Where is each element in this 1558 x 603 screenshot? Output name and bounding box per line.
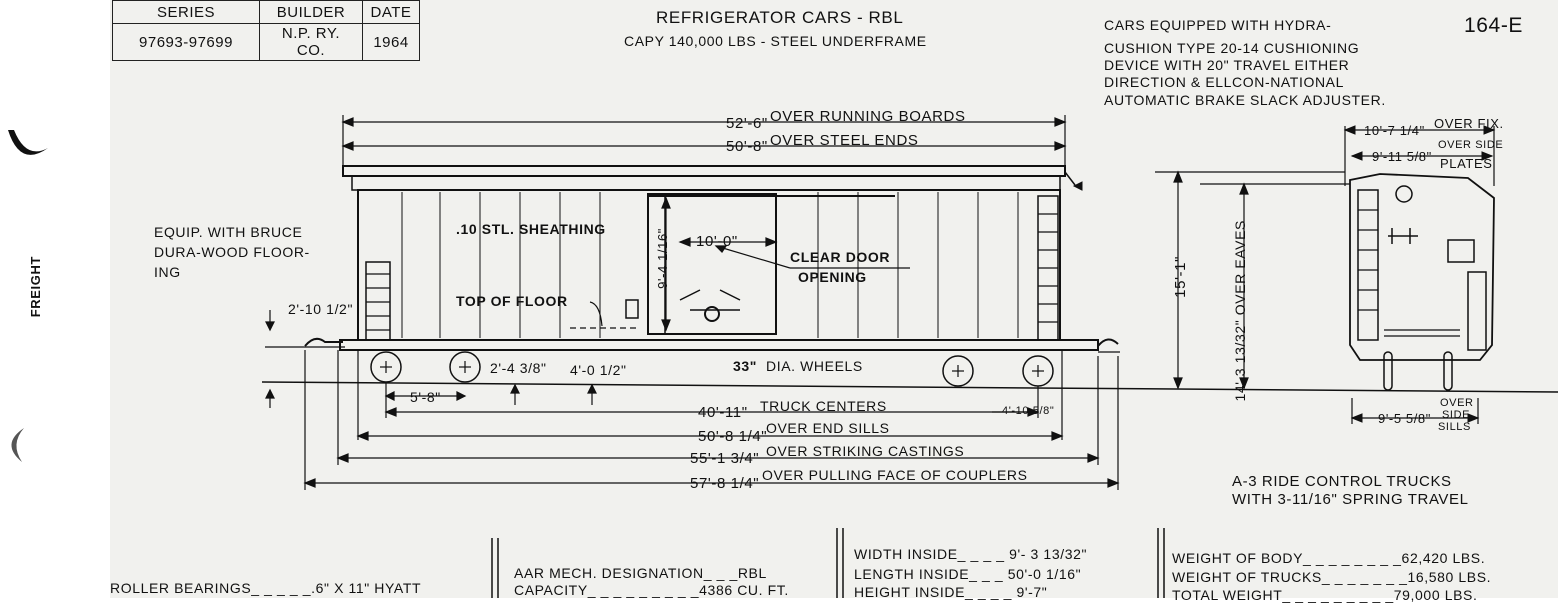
height-eaves-label: 14'-3 13/32" OVER EAVES [1232, 220, 1248, 402]
header-table: SERIES BUILDER DATE 97693-97699 N.P. RY.… [112, 0, 420, 61]
title-line2: CAPY 140,000 LBS - STEEL UNDERFRAME [624, 33, 927, 49]
trucks-note-2: WITH 3-11/16" SPRING TRAVEL [1232, 491, 1469, 508]
door-height-label: 9'-4 1/16" [655, 228, 670, 289]
rail-line [261, 381, 1558, 393]
over-side-sills-value: 9'-5 5/8" [1378, 411, 1431, 426]
over-side-plates-label2: PLATES [1440, 156, 1493, 171]
end-sills-label: OVER END SILLS [766, 420, 890, 436]
binder-hole-mark-top [8, 130, 48, 155]
overall-dimension-lines [341, 115, 1067, 170]
over-fix-value: 10'-7 1/4" [1364, 123, 1425, 138]
total-weight-spec: TOTAL WEIGHT_ _ _ _ _ _ _ _ _79,000 LBS. [1172, 587, 1478, 603]
striking-label: OVER STRIKING CASTINGS [766, 443, 965, 459]
over-side-sills-label1: OVER [1440, 397, 1474, 409]
lower-dimension-lines [303, 350, 1120, 490]
top-of-floor-label: TOP OF FLOOR [456, 293, 568, 309]
door-width-label: 10'-0" [696, 233, 738, 250]
floor-height-label: 2'-10 1/2" [288, 301, 354, 317]
note-line-4: DIRECTION & ELLCON-NATIONAL [1104, 74, 1344, 90]
capacity-spec: CAPACITY_ _ _ _ _ _ _ _ _4386 CU. FT. [514, 582, 789, 598]
sheathing-note: .10 STL. SHEATHING [456, 221, 606, 237]
series-header: SERIES [112, 0, 260, 24]
truck-offset-label: 4'-10 5/8" [1002, 405, 1055, 417]
car-body [265, 165, 1120, 353]
over-side-plates-label1: OVER SIDE [1438, 139, 1504, 151]
couplers-value: 57'-8 1/4" [690, 475, 760, 492]
height-inside-spec: HEIGHT INSIDE_ _ _ _ 9'-7" [854, 584, 1048, 600]
bottom-table-rules [491, 528, 1165, 598]
truck-centers-value: 40'-11" [698, 404, 748, 421]
weight-trucks-spec: WEIGHT OF TRUCKS_ _ _ _ _ _ _16,580 LBS. [1172, 569, 1492, 585]
length-inside-spec: LENGTH INSIDE_ _ _ 50'-0 1/16" [854, 566, 1082, 582]
drawing-sheet [110, 0, 1558, 598]
end-view-height-dims [1155, 170, 1350, 390]
note-line-2: CUSHION TYPE 20-14 CUSHIONING [1104, 40, 1360, 56]
end-view-car [1343, 125, 1496, 424]
width-inside-spec: WIDTH INSIDE_ _ _ _ 9'- 3 13/32" [854, 546, 1088, 562]
plate-number: 164-E [1464, 14, 1524, 37]
date-value: 1964 [362, 23, 420, 61]
over-side-sills-label3: SILLS [1438, 421, 1471, 433]
couplers-label: OVER PULLING FACE OF COUPLERS [762, 467, 1028, 483]
dim-b-label: 4'-0 1/2" [570, 362, 627, 378]
over-running-boards-value: 52'-6" [726, 115, 768, 132]
over-side-sills-label2: SIDE [1442, 409, 1471, 421]
height-overall-label: 15'-1" [1172, 256, 1189, 298]
note-line-3: DEVICE WITH 20" TRAVEL EITHER [1104, 57, 1350, 73]
trucks-note-1: A-3 RIDE CONTROL TRUCKS [1232, 473, 1452, 490]
wheels-label: DIA. WHEELS [766, 358, 863, 374]
flooring-note-3: ING [154, 264, 181, 280]
weight-body-spec: WEIGHT OF BODY_ _ _ _ _ _ _ _62,420 LBS. [1172, 550, 1486, 566]
binder-hole-mark-bottom [11, 428, 24, 462]
flooring-note-2: DURA-WOOD FLOOR- [154, 244, 310, 260]
roller-bearings-spec: ROLLER BEARINGS_ _ _ _ _.6" X 11" HYATT [110, 580, 422, 596]
note-line-1: CARS EQUIPPED WITH HYDRA- [1104, 17, 1332, 33]
builder-header: BUILDER [259, 0, 363, 24]
aar-designation-spec: AAR MECH. DESIGNATION_ _ _RBL [514, 565, 767, 581]
over-steel-ends-label: OVER STEEL ENDS [770, 132, 919, 149]
title-line1: REFRIGERATOR CARS - RBL [656, 8, 904, 27]
clear-door-line1: CLEAR DOOR [790, 249, 891, 265]
over-side-plates-value: 9'-11 5/8" [1372, 149, 1432, 164]
wheel-base-label: 5'-8" [410, 389, 441, 405]
date-header: DATE [362, 0, 420, 24]
note-line-5: AUTOMATIC BRAKE SLACK ADJUSTER. [1104, 92, 1386, 108]
over-fix-label: OVER FIX. [1434, 116, 1504, 131]
over-running-boards-label: OVER RUNNING BOARDS [770, 108, 966, 125]
wheels [370, 351, 1054, 387]
end-sills-value: 50'-8 1/4" [698, 428, 768, 445]
wheels-value: 33" [733, 358, 758, 374]
striking-value: 55'-1 3/4" [690, 450, 760, 467]
clear-door-line2: OPENING [798, 269, 867, 285]
series-value: 97693-97699 [112, 23, 260, 61]
dim-a-label: 2'-4 3/8" [490, 360, 547, 376]
truck-centers-label: TRUCK CENTERS [760, 398, 887, 414]
builder-value: N.P. RY. CO. [259, 23, 363, 61]
over-steel-ends-value: 50'-8" [726, 138, 768, 155]
flooring-note-1: EQUIP. WITH BRUCE [154, 224, 303, 240]
